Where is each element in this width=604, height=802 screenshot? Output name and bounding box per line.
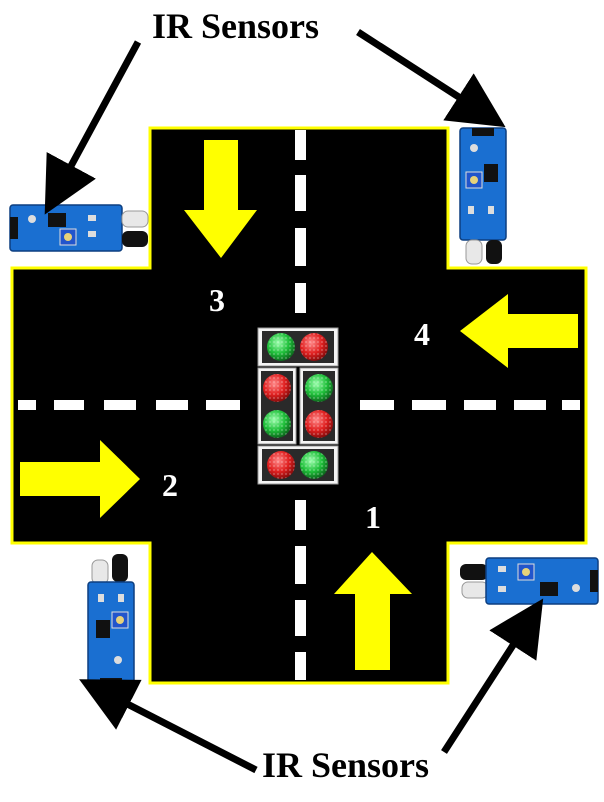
lane-markings bbox=[18, 130, 580, 680]
ir-receiver-led bbox=[486, 240, 502, 264]
lane-dash bbox=[295, 175, 306, 211]
sensor-led bbox=[28, 215, 36, 223]
ir-sensor-top-right bbox=[459, 127, 507, 265]
lane-dash bbox=[360, 400, 394, 410]
traffic-light-left bbox=[257, 367, 297, 445]
sensor-led bbox=[572, 584, 580, 592]
lane-number-1: 1 bbox=[365, 499, 381, 535]
potentiometer-knob-icon bbox=[64, 233, 72, 241]
arrow-lane-1-up-icon bbox=[334, 552, 412, 670]
lane-dash bbox=[104, 400, 136, 410]
sensor-component bbox=[98, 594, 104, 602]
lamp-green-dots bbox=[300, 451, 328, 479]
sensor-led bbox=[114, 656, 122, 664]
potentiometer-knob-icon bbox=[470, 176, 478, 184]
lamp-red-dots bbox=[305, 410, 333, 438]
lane-number-2: 2 bbox=[162, 467, 178, 503]
sensor-pin-header bbox=[590, 570, 598, 592]
pointer-arrow-top-left-icon bbox=[44, 40, 142, 215]
direction-arrows bbox=[20, 140, 578, 670]
traffic-light-cluster bbox=[257, 327, 339, 485]
lane-number-4: 4 bbox=[414, 316, 430, 352]
sensor-component bbox=[88, 215, 96, 221]
lane-dash bbox=[295, 228, 306, 266]
ir-emitter-led bbox=[91, 559, 109, 585]
sensor-component bbox=[488, 206, 494, 214]
sensor-component bbox=[498, 586, 506, 592]
lane-dash bbox=[156, 400, 188, 410]
pointer-arrow-top-right-icon bbox=[356, 29, 506, 128]
sensor-pin-header bbox=[10, 217, 18, 239]
arrow-lane-2-right-icon bbox=[20, 440, 140, 518]
pointer-arrow-bottom-left-icon bbox=[79, 679, 258, 774]
traffic-light-top bbox=[257, 327, 339, 367]
sensor-chip bbox=[96, 620, 110, 638]
lamp-green-dots bbox=[305, 374, 333, 402]
lamp-red-dots bbox=[267, 451, 295, 479]
sensor-component bbox=[118, 594, 124, 602]
arrow-lane-3-down-icon bbox=[184, 140, 257, 258]
lane-dash bbox=[514, 400, 546, 410]
lamp-red-dots bbox=[263, 374, 291, 402]
sensor-chip bbox=[48, 213, 66, 227]
lamp-green-dots bbox=[267, 333, 295, 361]
potentiometer-knob-icon bbox=[116, 616, 124, 624]
road-intersection bbox=[10, 126, 588, 685]
lane-dash bbox=[295, 500, 306, 530]
lane-dash bbox=[295, 652, 306, 680]
sensor-board bbox=[87, 581, 135, 687]
ir-sensor-bottom-right bbox=[460, 557, 599, 605]
traffic-light-right bbox=[299, 367, 339, 445]
sensor-chip bbox=[484, 164, 498, 182]
lane-dash bbox=[464, 400, 496, 410]
sensor-component bbox=[468, 206, 474, 214]
pointer-arrows bbox=[44, 29, 544, 774]
arrow-lane-4-left-icon bbox=[460, 294, 578, 368]
lane-dash bbox=[295, 130, 306, 160]
ir-sensors-label-bottom: IR Sensors bbox=[262, 745, 430, 785]
ir-receiver-led bbox=[460, 564, 488, 580]
lane-number-3: 3 bbox=[209, 282, 225, 318]
pointer-arrow-bottom-right-icon bbox=[441, 598, 544, 754]
lane-dash bbox=[206, 400, 240, 410]
ir-sensors-label-top: IR Sensors bbox=[152, 6, 320, 46]
sensor-board bbox=[485, 557, 599, 605]
lane-dash bbox=[562, 400, 580, 410]
sensor-pin-header bbox=[100, 678, 122, 686]
ir-sensor-bottom-left bbox=[87, 554, 135, 687]
potentiometer-knob-icon bbox=[522, 568, 530, 576]
lane-dash bbox=[295, 283, 306, 313]
ir-emitter-led bbox=[465, 239, 483, 265]
ir-sensor-top-left bbox=[9, 204, 149, 252]
traffic-light-bottom bbox=[257, 445, 339, 485]
ir-receiver-led bbox=[122, 231, 148, 247]
sensor-chip bbox=[540, 582, 558, 596]
lamp-red-dots bbox=[300, 333, 328, 361]
lane-dash bbox=[295, 600, 306, 636]
sensor-pin-header bbox=[472, 128, 494, 136]
ir-receiver-led bbox=[112, 554, 128, 582]
ir-emitter-led bbox=[461, 581, 489, 599]
sensor-led bbox=[470, 144, 478, 152]
lane-dash bbox=[412, 400, 446, 410]
ir-emitter-led bbox=[121, 210, 149, 228]
sensor-component bbox=[498, 566, 506, 572]
lane-dash bbox=[295, 546, 306, 584]
lane-dash bbox=[18, 400, 36, 410]
sensor-component bbox=[88, 231, 96, 237]
lamp-green-dots bbox=[263, 410, 291, 438]
lane-dash bbox=[54, 400, 84, 410]
